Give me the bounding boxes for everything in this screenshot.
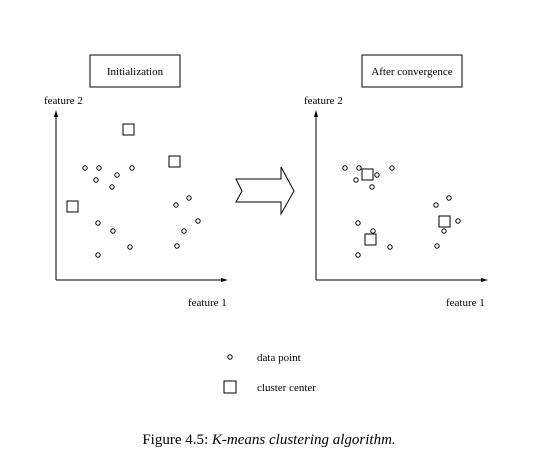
right-panel: After convergence feature 2 feature 1 xyxy=(304,54,488,309)
cluster-center xyxy=(66,200,79,213)
data-point xyxy=(370,228,376,234)
data-point xyxy=(353,177,359,183)
data-point xyxy=(441,228,447,234)
left-y-axis-arrowhead xyxy=(54,110,58,117)
legend-data-point-label: data point xyxy=(257,352,301,364)
legend-cluster-center-label: cluster center xyxy=(257,382,316,394)
data-point xyxy=(114,172,120,178)
right-x-axis-label: feature 1 xyxy=(446,297,485,309)
right-y-axis-arrowhead xyxy=(314,110,318,117)
data-point xyxy=(387,244,393,250)
right-x-axis-arrowhead xyxy=(481,278,488,282)
data-point-icon xyxy=(227,354,233,360)
cluster-center xyxy=(361,168,374,181)
data-point xyxy=(356,165,362,171)
right-data-points xyxy=(342,165,461,258)
data-point xyxy=(96,165,102,171)
data-point xyxy=(109,184,115,190)
caption-text: K-means clustering algorithm. xyxy=(211,432,396,448)
cluster-center-icon xyxy=(223,380,237,394)
data-point xyxy=(446,195,452,201)
cluster-center xyxy=(364,233,377,246)
data-point xyxy=(389,165,395,171)
cluster-center xyxy=(122,123,135,136)
left-title: Initialization xyxy=(107,66,164,78)
left-cluster-centers xyxy=(66,123,181,213)
data-point xyxy=(342,165,348,171)
data-point xyxy=(355,220,361,226)
right-title-box xyxy=(361,54,463,88)
right-title: After convergence xyxy=(371,66,452,78)
data-point xyxy=(455,218,461,224)
left-panel: Initialization feature 2 feature 1 xyxy=(44,54,228,309)
right-cluster-centers xyxy=(361,168,451,246)
legend: data point cluster center xyxy=(223,352,316,394)
data-point xyxy=(369,184,375,190)
data-point xyxy=(195,218,201,224)
caption-prefix: Figure 4.5: xyxy=(142,432,212,448)
right-y-axis-label: feature 2 xyxy=(304,95,343,107)
figure-caption: Figure 4.5: K-means clustering algorithm… xyxy=(142,432,395,448)
data-point xyxy=(186,195,192,201)
data-point xyxy=(95,220,101,226)
data-point xyxy=(173,202,179,208)
data-point xyxy=(355,252,361,258)
data-point xyxy=(82,165,88,171)
data-point xyxy=(127,244,133,250)
left-x-axis-arrowhead xyxy=(221,278,228,282)
data-point xyxy=(374,172,380,178)
cluster-center xyxy=(168,155,181,168)
data-point xyxy=(129,165,135,171)
data-point xyxy=(433,202,439,208)
left-x-axis-label: feature 1 xyxy=(188,297,227,309)
data-point xyxy=(110,228,116,234)
data-point xyxy=(95,252,101,258)
data-point xyxy=(174,243,180,249)
right-arrow-icon xyxy=(235,166,295,216)
left-title-box xyxy=(89,54,181,88)
left-y-axis-label: feature 2 xyxy=(44,95,83,107)
left-data-points xyxy=(82,165,201,258)
data-point xyxy=(93,177,99,183)
data-point xyxy=(434,243,440,249)
data-point xyxy=(181,228,187,234)
cluster-center xyxy=(438,215,451,228)
